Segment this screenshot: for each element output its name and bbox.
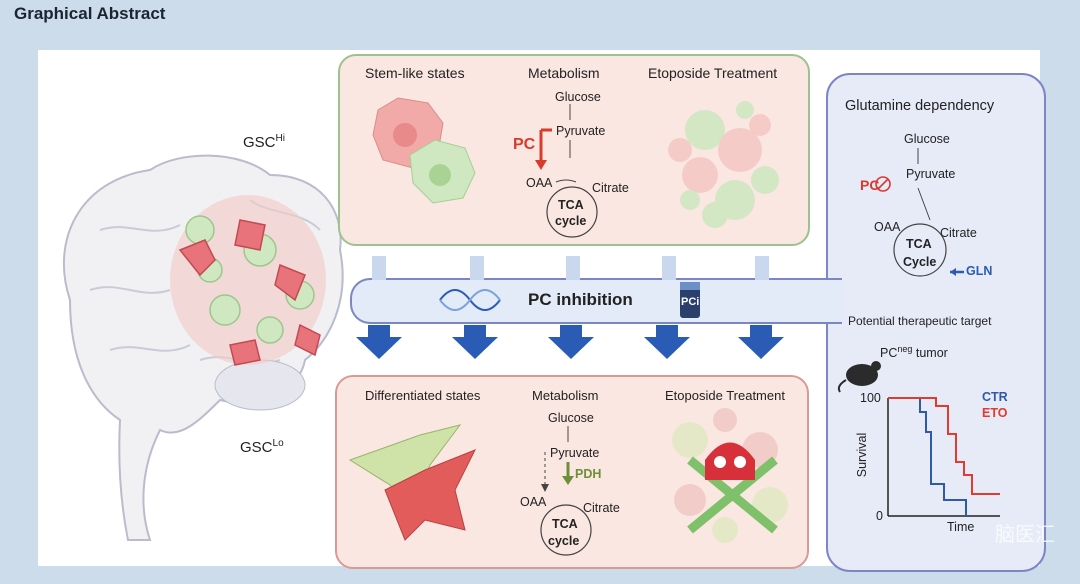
gsc-lo-label: GSCLo [240,438,284,456]
top-citrate: Citrate [592,181,629,195]
survival-ytick-100: 100 [860,391,881,405]
bottom-citrate: Citrate [583,501,620,515]
top-tca: TCA [558,198,584,212]
pci-drug-label: PCi [681,296,700,308]
gsc-hi-label: GSCHi [243,133,285,151]
no-symbol-icon [875,176,891,192]
bottom-pyruvate: Pyruvate [550,446,600,460]
eto-survival-curve [888,397,1000,495]
skull-icon [705,442,755,480]
top-etoposide-title: Etoposide Treatment [648,65,778,81]
top-metabolism-title: Metabolism [528,65,600,81]
glutamine-dependency-title: Glutamine dependency [845,98,995,114]
right-pc-label: PC [860,177,880,193]
glutamine-dependency-panel [826,73,1046,572]
right-tca: TCA [906,237,932,251]
legend-eto: ETO [982,406,1008,420]
mouse-icon [837,361,881,393]
pc-inhibition-band [350,278,842,324]
stem-like-states-title: Stem-like states [365,65,465,81]
survival-xlabel: Time [947,520,975,534]
ctr-survival-curve [888,397,967,516]
right-pyruvate: Pyruvate [906,167,956,181]
bottom-metabolism-title: Metabolism [532,388,599,403]
top-pyruvate: Pyruvate [556,124,606,138]
top-pc-label: PC [513,136,536,153]
right-cycle: Cycle [903,255,937,269]
bottom-pdh-label: PDH [575,467,602,481]
legend-ctr: CTR [982,390,1008,404]
watermark: 脑医汇 [995,524,1055,546]
right-citrate: Citrate [940,226,977,240]
top-glucose: Glucose [555,90,601,104]
right-glucose: Glucose [904,132,950,146]
potential-target-title: Potential therapeutic target [848,314,992,328]
bottom-etoposide-title: Etoposide Treatment [665,388,785,403]
survival-ytick-0: 0 [876,509,883,523]
right-gln: GLN [966,264,993,278]
right-oaa: OAA [874,220,901,234]
bottom-tca: TCA [552,517,578,531]
bottom-cycle: cycle [548,534,580,548]
top-oaa: OAA [526,176,553,190]
survival-ylabel: Survival [855,432,870,478]
top-cycle: cycle [555,214,587,228]
pcneg-tumor-label: PCneg tumor [880,344,948,361]
bottom-glucose: Glucose [548,411,594,425]
page-title: Graphical Abstract [14,4,166,23]
bottom-oaa: OAA [520,495,547,509]
pc-inhibition-label: PC inhibition [528,290,633,309]
differentiated-states-title: Differentiated states [365,388,481,403]
